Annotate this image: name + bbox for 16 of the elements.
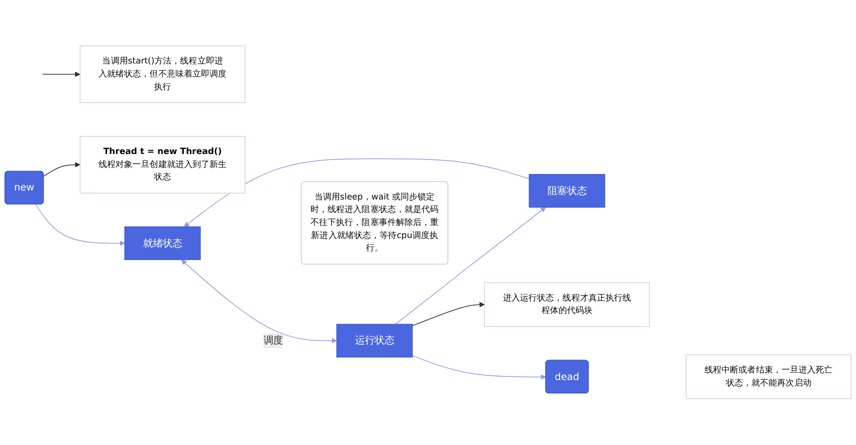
node-box: 当调用start()方法，线程立即进入就绪状态，但不意味着立即调度执行 [80, 46, 246, 104]
node-box: 阻塞状态 [528, 174, 606, 208]
node-box: 进入运行状态，线程才真正执行线程体的代码块 [484, 282, 650, 328]
arrow [35, 204, 125, 246]
arrow [412, 355, 546, 380]
arrow [395, 207, 546, 325]
arrow [42, 72, 80, 78]
arrow [43, 162, 80, 177]
arrow [184, 158, 530, 228]
edge-label: 调度 [263, 334, 283, 346]
node-box: 就绪状态 [124, 226, 201, 260]
node-box: 线程中断或者结束，一旦进入死亡状态，就不能再次启动 [686, 354, 852, 400]
arrow [412, 302, 485, 326]
node-box: Thread t = new Thread() 线程对象一旦创建就进入到了新生状态 [80, 136, 246, 194]
node-box: 运行状态 [336, 324, 413, 358]
arrow [181, 260, 337, 344]
